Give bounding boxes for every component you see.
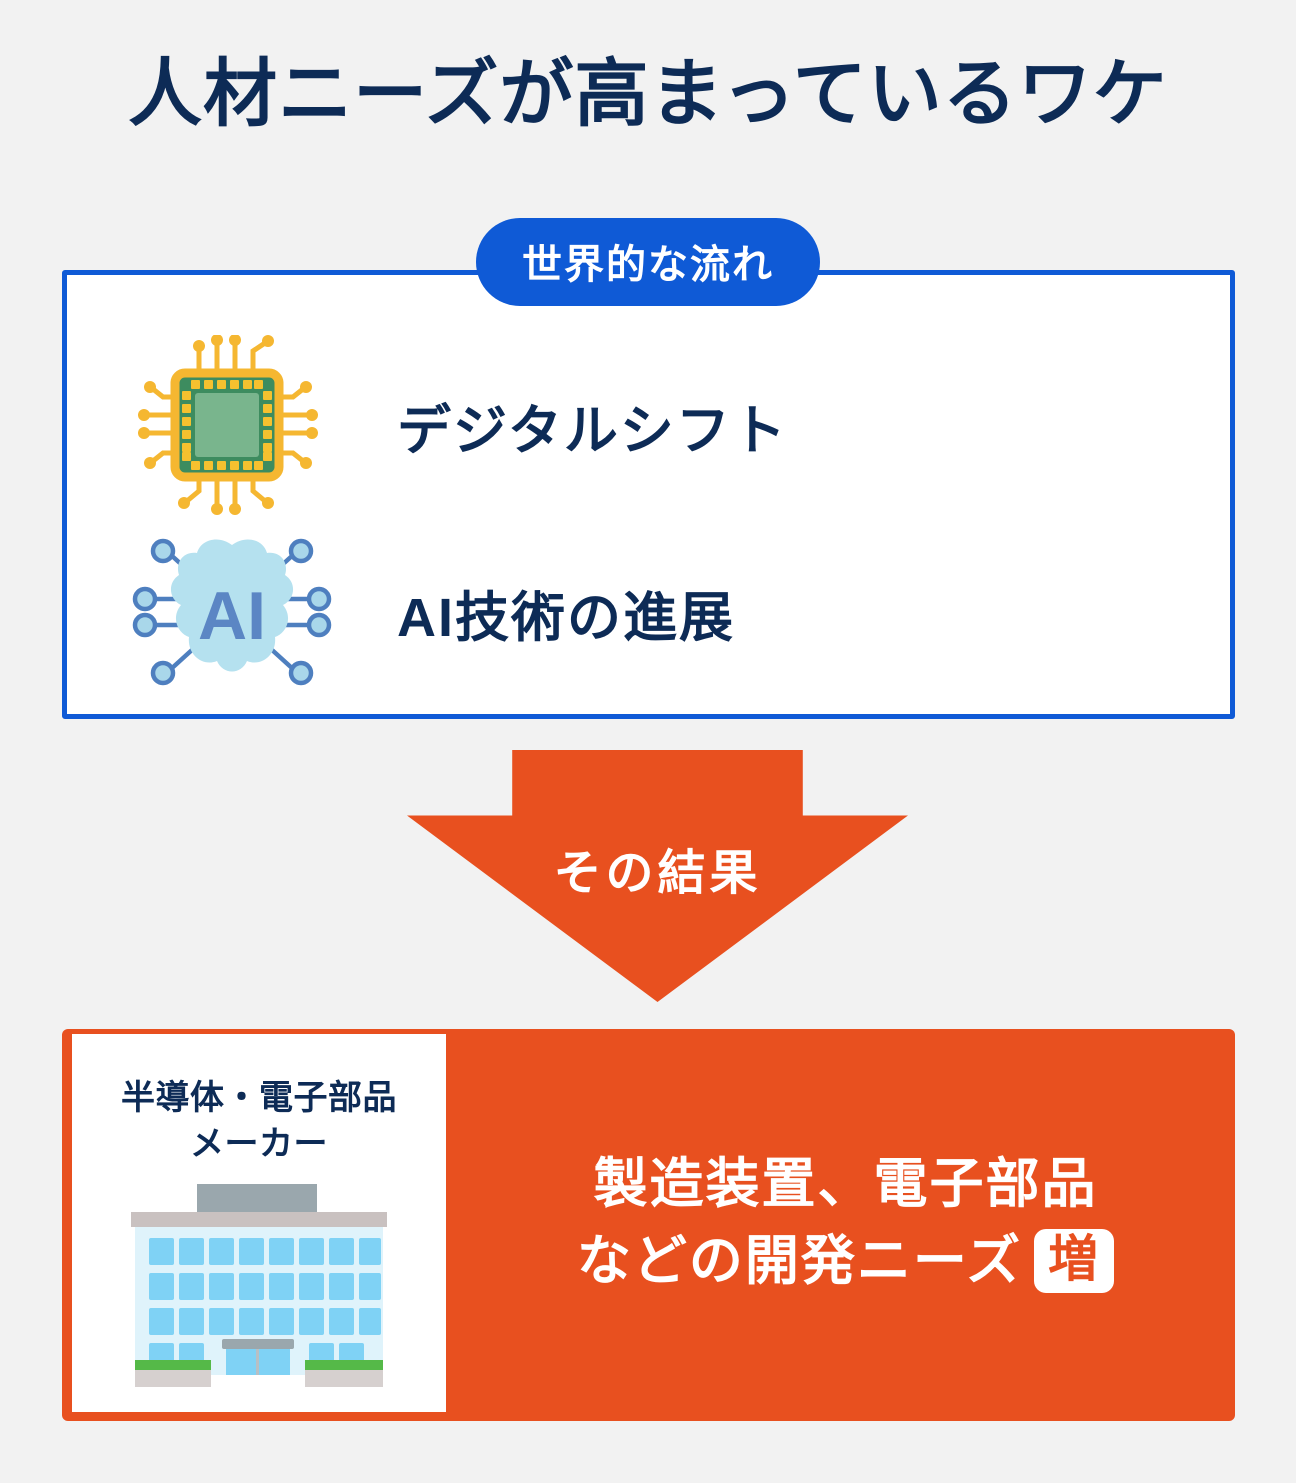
result-arrow: その結果 [407,750,908,1002]
maker-card: 半導体・電子部品 メーカー [72,1034,446,1412]
trend-item-ai-progress: AI AI技術の進展 [67,525,1240,700]
trend-item-label: デジタルシフト [397,400,788,461]
page-title: 人材ニーズが高まっているワケ [128,52,1168,135]
result-text: 製造装置、電子部品 などの開発ニーズ 増 [446,1034,1235,1412]
world-trend-badge: 世界的な流れ [476,218,820,306]
maker-card-title-line2: メーカー [190,1124,328,1163]
result-line-2: などの開発ニーズ 増 [576,1223,1115,1300]
trend-item-digital-shift: デジタルシフト [67,330,1240,520]
svg-text:AI: AI [198,578,266,654]
office-building-icon [109,1182,409,1412]
ai-brain-icon: AI [67,533,397,693]
result-line-2-text: などの開発ニーズ [576,1231,1023,1291]
maker-card-title: 半導体・電子部品 メーカー [121,1076,397,1168]
result-line-1-text: 製造装置、電子部品 [593,1154,1098,1215]
world-trend-panel: デジタルシフト [62,270,1235,719]
increase-badge: 増 [1034,1229,1115,1294]
result-line-1: 製造装置、電子部品 [594,1146,1098,1223]
maker-card-title-line1: 半導体・電子部品 [121,1079,397,1117]
arrow-label: その結果 [553,847,762,900]
cpu-chip-icon [67,335,397,515]
trend-item-label: AI技術の進展 [397,588,735,648]
result-panel: 半導体・電子部品 メーカー [62,1029,1235,1421]
